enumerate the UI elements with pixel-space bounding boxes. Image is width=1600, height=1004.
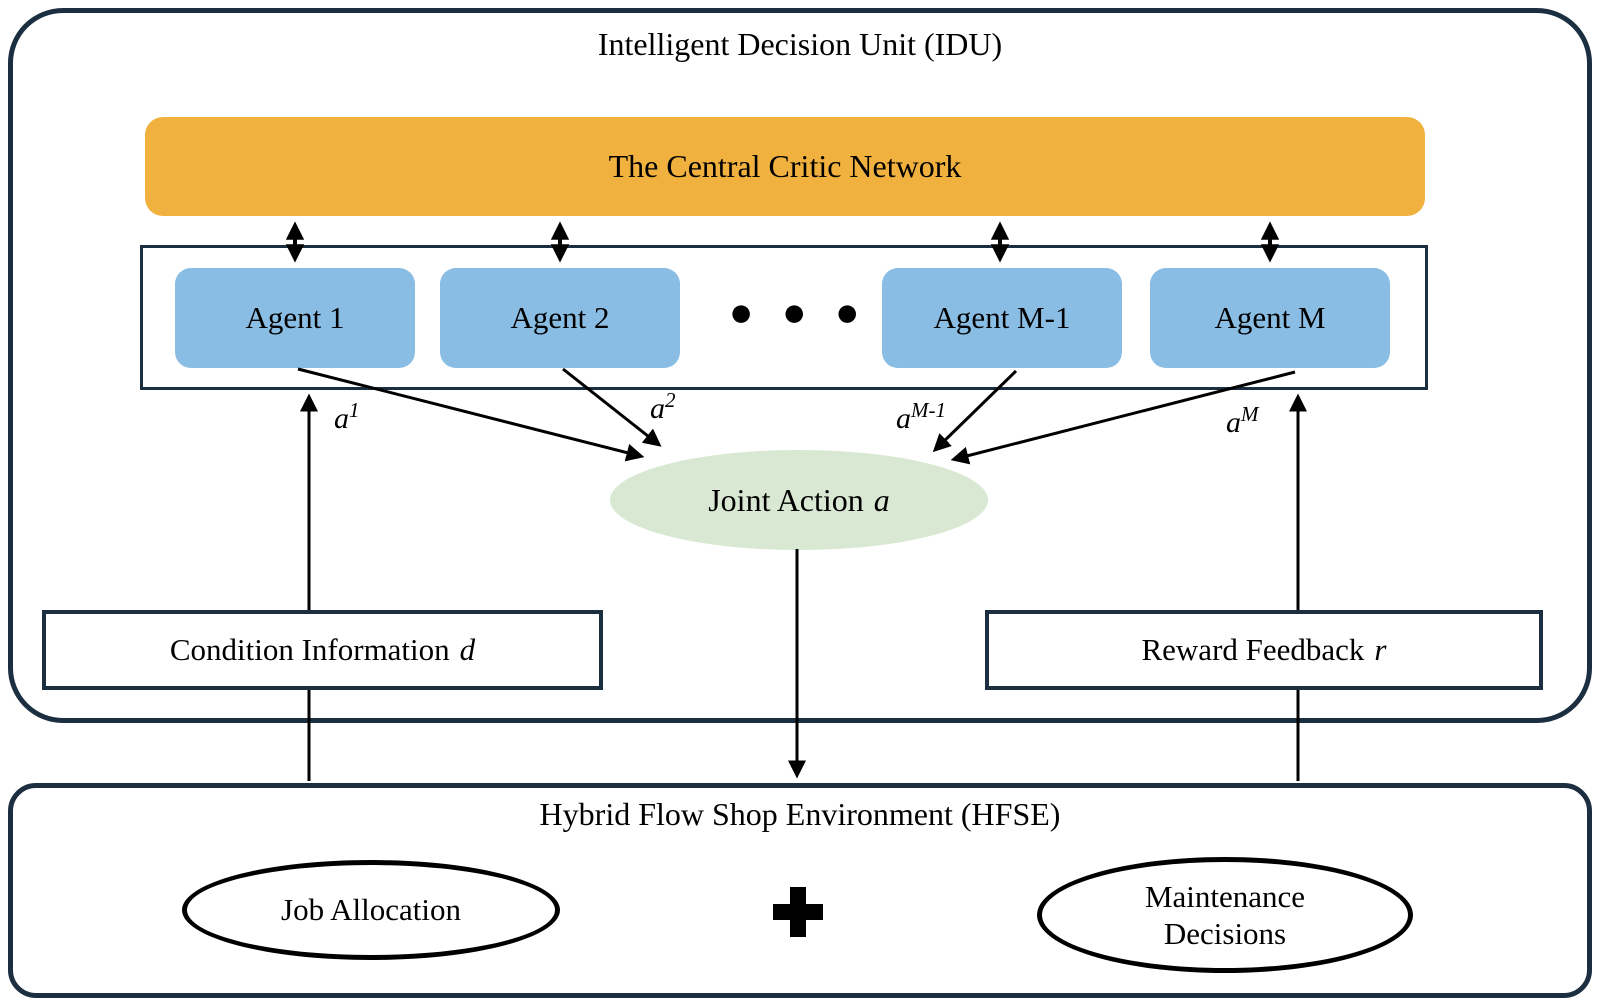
plus-icon: [773, 887, 823, 937]
agent-m-box: Agent M: [1150, 268, 1390, 368]
action-label-a2: a2: [650, 388, 676, 426]
maintenance-label-line2: Decisions: [1163, 916, 1287, 951]
central-critic-network-label: The Central Critic Network: [608, 148, 962, 184]
central-critic-network-box: The Central Critic Network: [145, 117, 1425, 216]
hfse-title: Hybrid Flow Shop Environment (HFSE): [539, 796, 1061, 832]
maintenance-decisions-ellipse: Maintenance Decisions: [1037, 857, 1413, 973]
agent-1-label: Agent 1: [245, 300, 345, 335]
idu-title: Intelligent Decision Unit (IDU): [597, 26, 1003, 62]
agent-m-1-box: Agent M-1: [882, 268, 1122, 368]
job-allocation-label: Job Allocation: [281, 892, 461, 927]
agent-m-1-label: Agent M-1: [933, 300, 1071, 335]
action-label-am: aM: [1226, 402, 1259, 440]
action-label-am1: aM-1: [896, 398, 946, 436]
plus-vertical-bar: [790, 887, 806, 937]
agent-1-box: Agent 1: [175, 268, 415, 368]
action-label-a1: a1: [334, 398, 360, 436]
ellipsis-dots: ●●●: [731, 300, 891, 326]
agent-2-label: Agent 2: [510, 300, 610, 335]
job-allocation-ellipse: Job Allocation: [182, 860, 560, 960]
maintenance-label-line1: Maintenance: [1144, 878, 1306, 914]
condition-variable: d: [459, 632, 476, 667]
joint-action-variable: a: [873, 481, 890, 518]
agent-2-box: Agent 2: [440, 268, 680, 368]
agent-m-label: Agent M: [1214, 300, 1326, 335]
reward-variable: r: [1374, 632, 1387, 667]
